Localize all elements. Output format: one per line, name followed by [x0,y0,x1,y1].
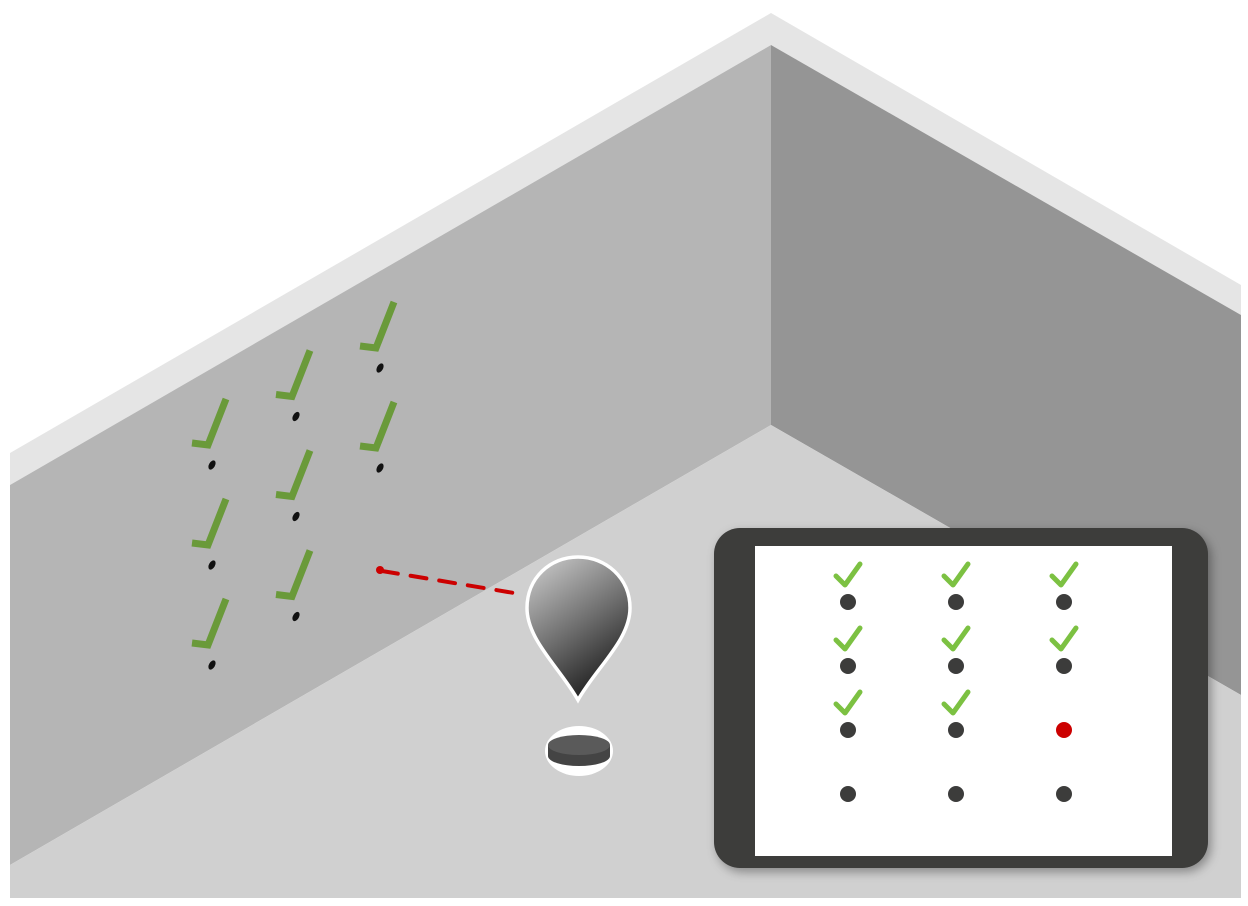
wall-point [376,363,384,373]
wall-point [208,560,216,570]
grid-point [948,594,964,610]
grid-point [948,722,964,738]
wall-markers [191,300,398,670]
check-icon [191,497,230,549]
wall-point [292,411,300,422]
grid-point [948,658,964,674]
grid-point [840,594,856,610]
check-icon [941,561,971,588]
check-icon [1049,561,1079,588]
wall-point [292,611,300,622]
base-station-icon [545,726,613,776]
grid-point [948,786,964,802]
tablet-grid [833,561,1079,802]
check-icon [275,349,314,401]
check-icon [833,689,863,716]
grid-point [840,658,856,674]
wall-point [292,511,300,522]
grid-point [840,722,856,738]
location-pin-drone-icon [525,555,632,704]
grid-point [1056,658,1072,674]
grid-point [1056,786,1072,802]
check-icon [191,597,230,649]
check-icon [359,400,398,452]
wall-trim [10,13,1241,485]
grid-point [840,786,856,802]
grid-point [1056,594,1072,610]
wall-point [376,463,384,473]
check-icon [359,300,398,352]
wall-point [208,460,216,470]
check-icon [941,689,971,716]
check-icon [941,625,971,652]
check-icon [275,549,314,601]
check-icon [833,625,863,652]
check-icon [1049,625,1079,652]
wall-point [208,660,216,670]
current-point [1056,722,1072,738]
check-icon [833,561,863,588]
laser-beam [376,566,522,596]
check-icon [275,449,314,501]
left-wall [10,45,771,865]
check-icon [191,397,230,449]
